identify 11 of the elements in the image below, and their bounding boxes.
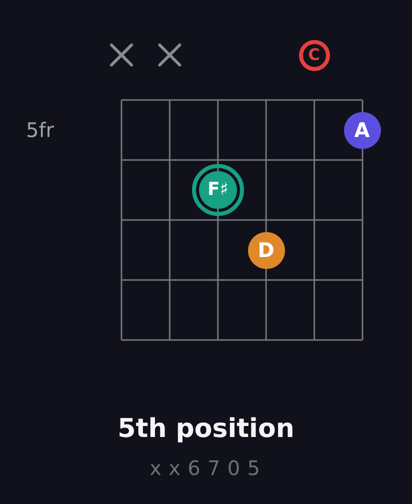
note-name: C	[307, 44, 321, 66]
chord-title: 5th position	[118, 416, 294, 442]
note-name: F♯	[206, 178, 230, 202]
open-string-circle	[298, 40, 330, 70]
fingering-text: x x 6 7 0 5	[150, 458, 260, 478]
note-dot	[344, 112, 380, 148]
note-name: A	[353, 117, 371, 144]
fret-number: 5fr	[26, 120, 54, 140]
note-dot	[248, 232, 284, 268]
note-name: D	[256, 237, 276, 264]
root-note-dot	[192, 164, 244, 216]
